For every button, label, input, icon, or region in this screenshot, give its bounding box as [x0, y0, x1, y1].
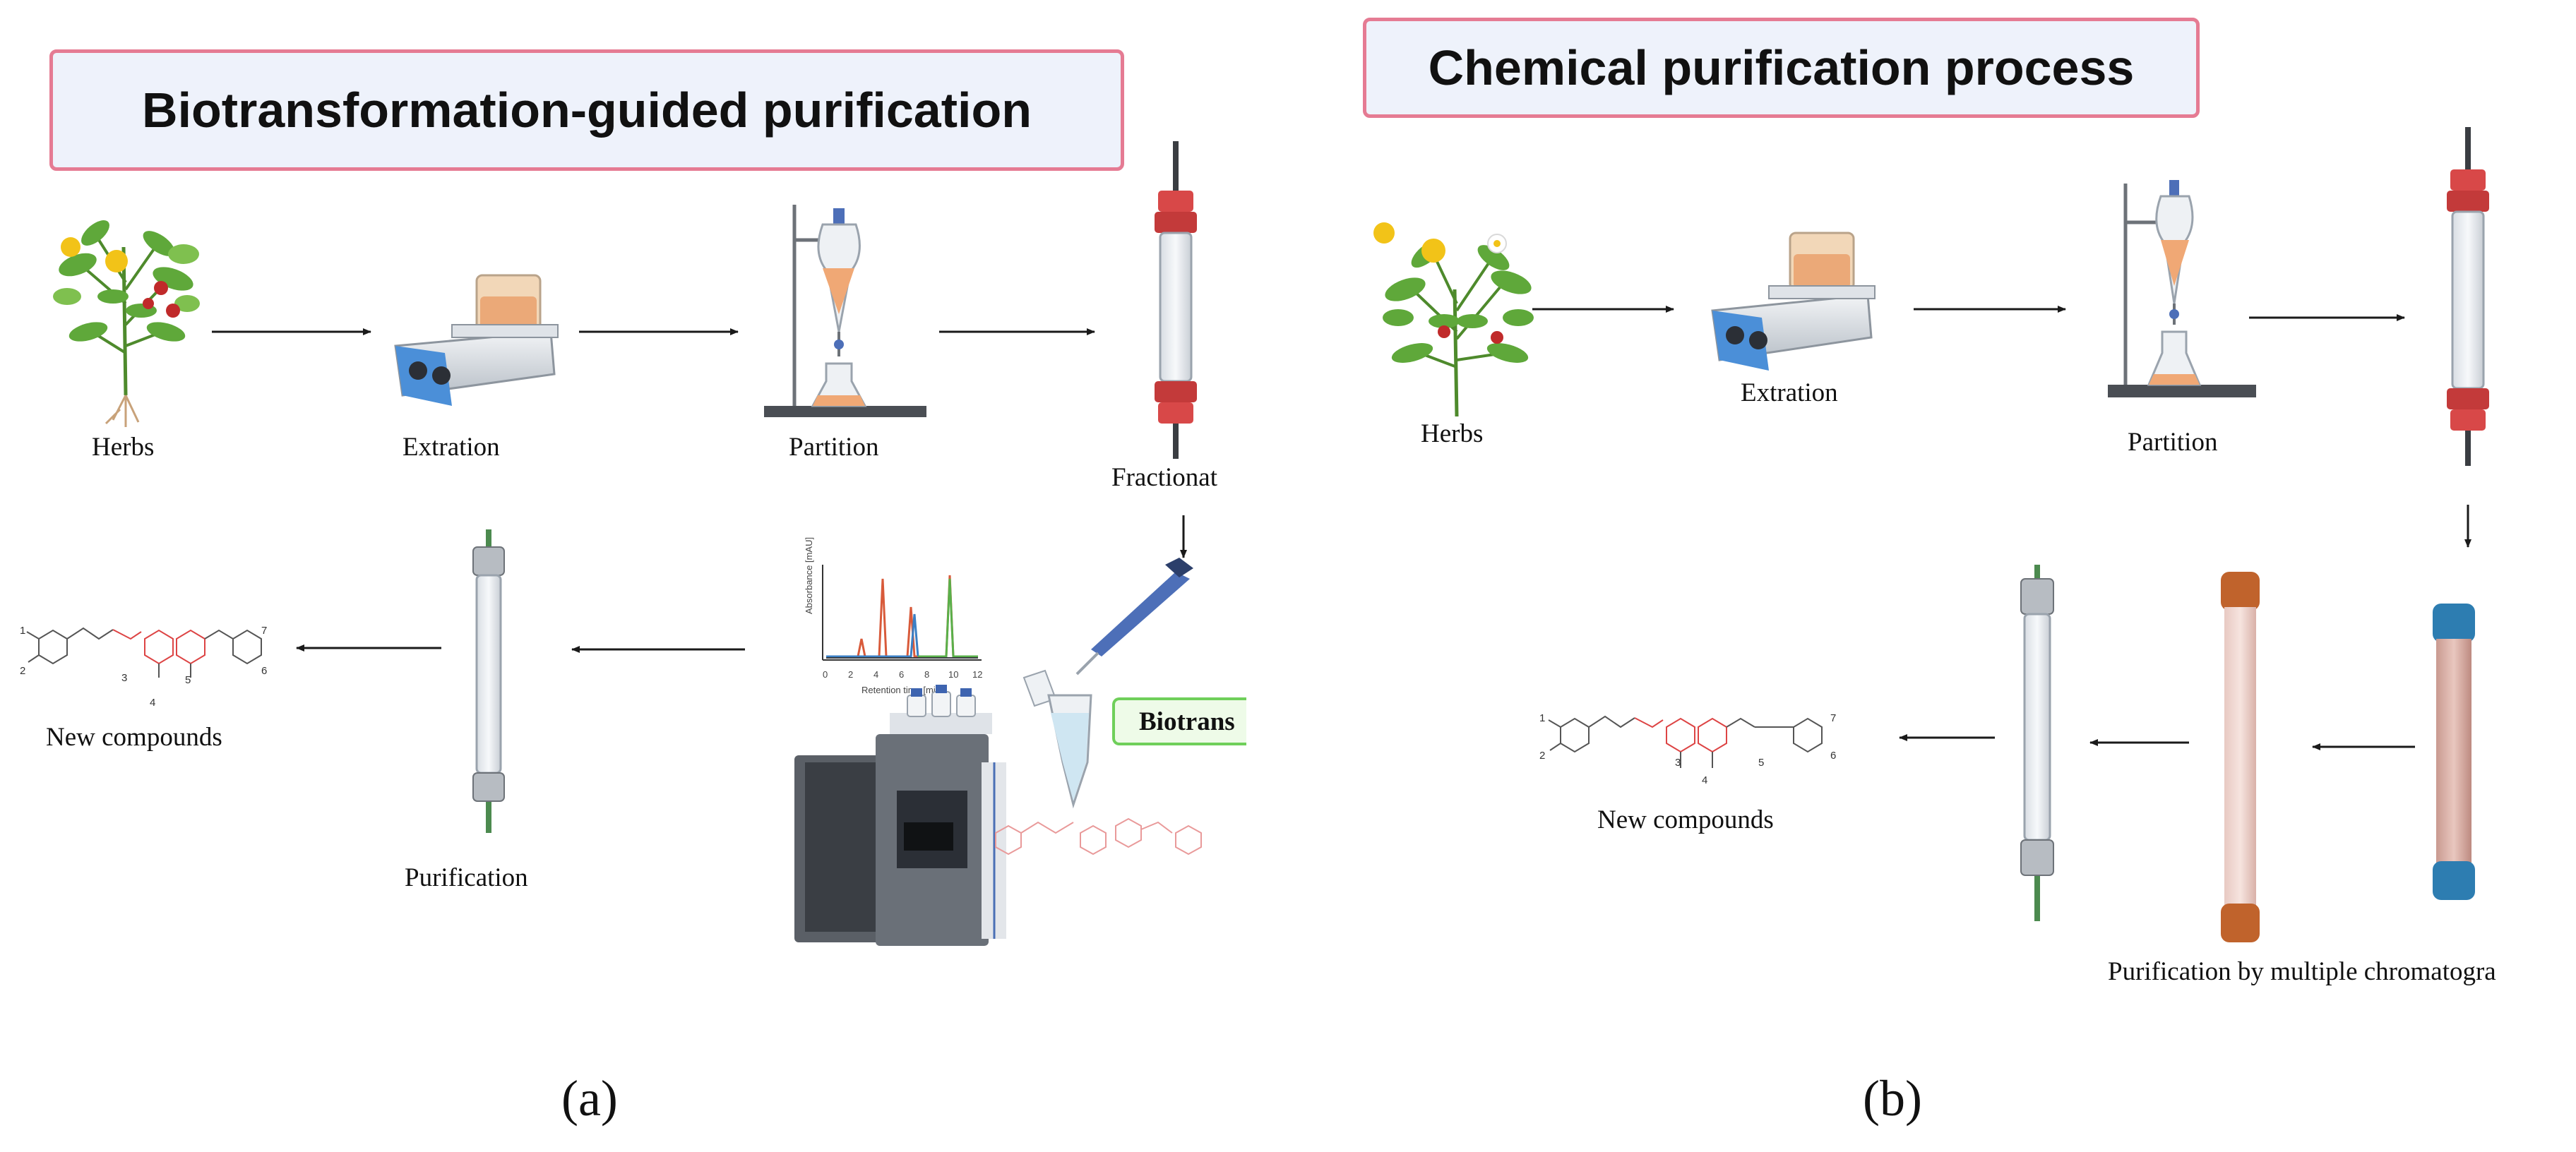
chem-a-num: 3	[121, 672, 127, 684]
chrom-xlabel: Retention time [min]	[861, 685, 943, 695]
chromatogram-icon: Absorbance [mAU] Retention time [min] 0 …	[804, 537, 982, 695]
chrom-xtick: 6	[899, 669, 904, 680]
label-extration-b: Extration	[1741, 378, 1838, 407]
chem-b-num: 1	[1539, 712, 1545, 724]
orange-column-b-icon	[2221, 572, 2260, 942]
label-fractionation-a: Fractionat	[1111, 463, 1218, 492]
herbs-plant-a-icon	[53, 220, 200, 427]
chrom-xtick: 4	[873, 669, 878, 680]
chrom-xtick: 10	[948, 669, 958, 680]
separatory-funnel-b-icon	[2108, 180, 2256, 397]
hotplate-stirrer-a-icon	[394, 274, 559, 406]
label-purification-multi-b: Purification by multiple chromatogra	[2108, 957, 2496, 986]
chem-a-num: 6	[261, 665, 267, 677]
label-herbs-b: Herbs	[1421, 419, 1484, 448]
chem-b-num: 4	[1702, 774, 1707, 786]
chemical-structure-b-icon	[1548, 715, 1823, 768]
panel-letter-b: (b)	[1863, 1070, 1922, 1127]
panel-a-title-box: Biotransformation-guided purification	[49, 49, 1124, 171]
chem-b-num: 2	[1539, 750, 1545, 762]
microtube-icon	[1022, 669, 1092, 809]
chem-b-num: 3	[1675, 757, 1681, 769]
pink-column-b-icon	[2433, 604, 2475, 900]
separatory-funnel-a-icon	[764, 205, 926, 417]
chrom-xtick: 12	[972, 669, 982, 680]
biotrans-box: Biotrans	[1112, 697, 1246, 745]
panel-letter-a: (a)	[561, 1070, 618, 1127]
label-partition-a: Partition	[789, 433, 879, 462]
pipette-icon	[1075, 558, 1193, 676]
fractionation-column-b-icon	[2447, 127, 2489, 466]
chem-a-num: 7	[261, 625, 267, 637]
chrom-xtick: 8	[924, 669, 929, 680]
hotplate-stirrer-b-icon	[1711, 232, 1876, 371]
label-purification-a: Purification	[405, 863, 528, 892]
label-new-compounds-a: New compounds	[46, 723, 222, 752]
hplc-instrument-icon	[794, 685, 1006, 946]
chem-b-num: 7	[1830, 712, 1836, 724]
purification-column-a-icon	[472, 529, 505, 833]
label-extration-a: Extration	[402, 433, 500, 462]
chem-b-num: 5	[1758, 757, 1764, 769]
label-partition-b: Partition	[2128, 428, 2218, 457]
chem-b-num: 6	[1830, 750, 1836, 762]
chem-a-num: 4	[150, 697, 155, 709]
panel-a-title: Biotransformation-guided purification	[142, 83, 1032, 138]
biotrans-structure-icon	[995, 817, 1202, 856]
chem-a-num: 5	[185, 674, 191, 686]
label-herbs-a: Herbs	[92, 433, 155, 462]
biotrans-label: Biotrans	[1139, 707, 1235, 736]
chrom-xtick: 2	[848, 669, 853, 680]
chemical-structure-a-icon	[26, 627, 262, 678]
chrom-xtick: 0	[823, 669, 828, 680]
fractionation-column-a-icon	[1155, 141, 1197, 459]
purification-column-b-icon	[2020, 565, 2054, 921]
chrom-ylabel: Absorbance [mAU]	[804, 537, 814, 614]
label-new-compounds-b: New compounds	[1597, 805, 1774, 834]
panel-b-title-box: Chemical purification process	[1363, 18, 2200, 118]
herbs-plant-b-icon	[1373, 222, 1534, 417]
chem-a-num: 1	[20, 625, 25, 637]
panel-b-title: Chemical purification process	[1428, 40, 2135, 95]
chem-a-num: 2	[20, 665, 25, 677]
